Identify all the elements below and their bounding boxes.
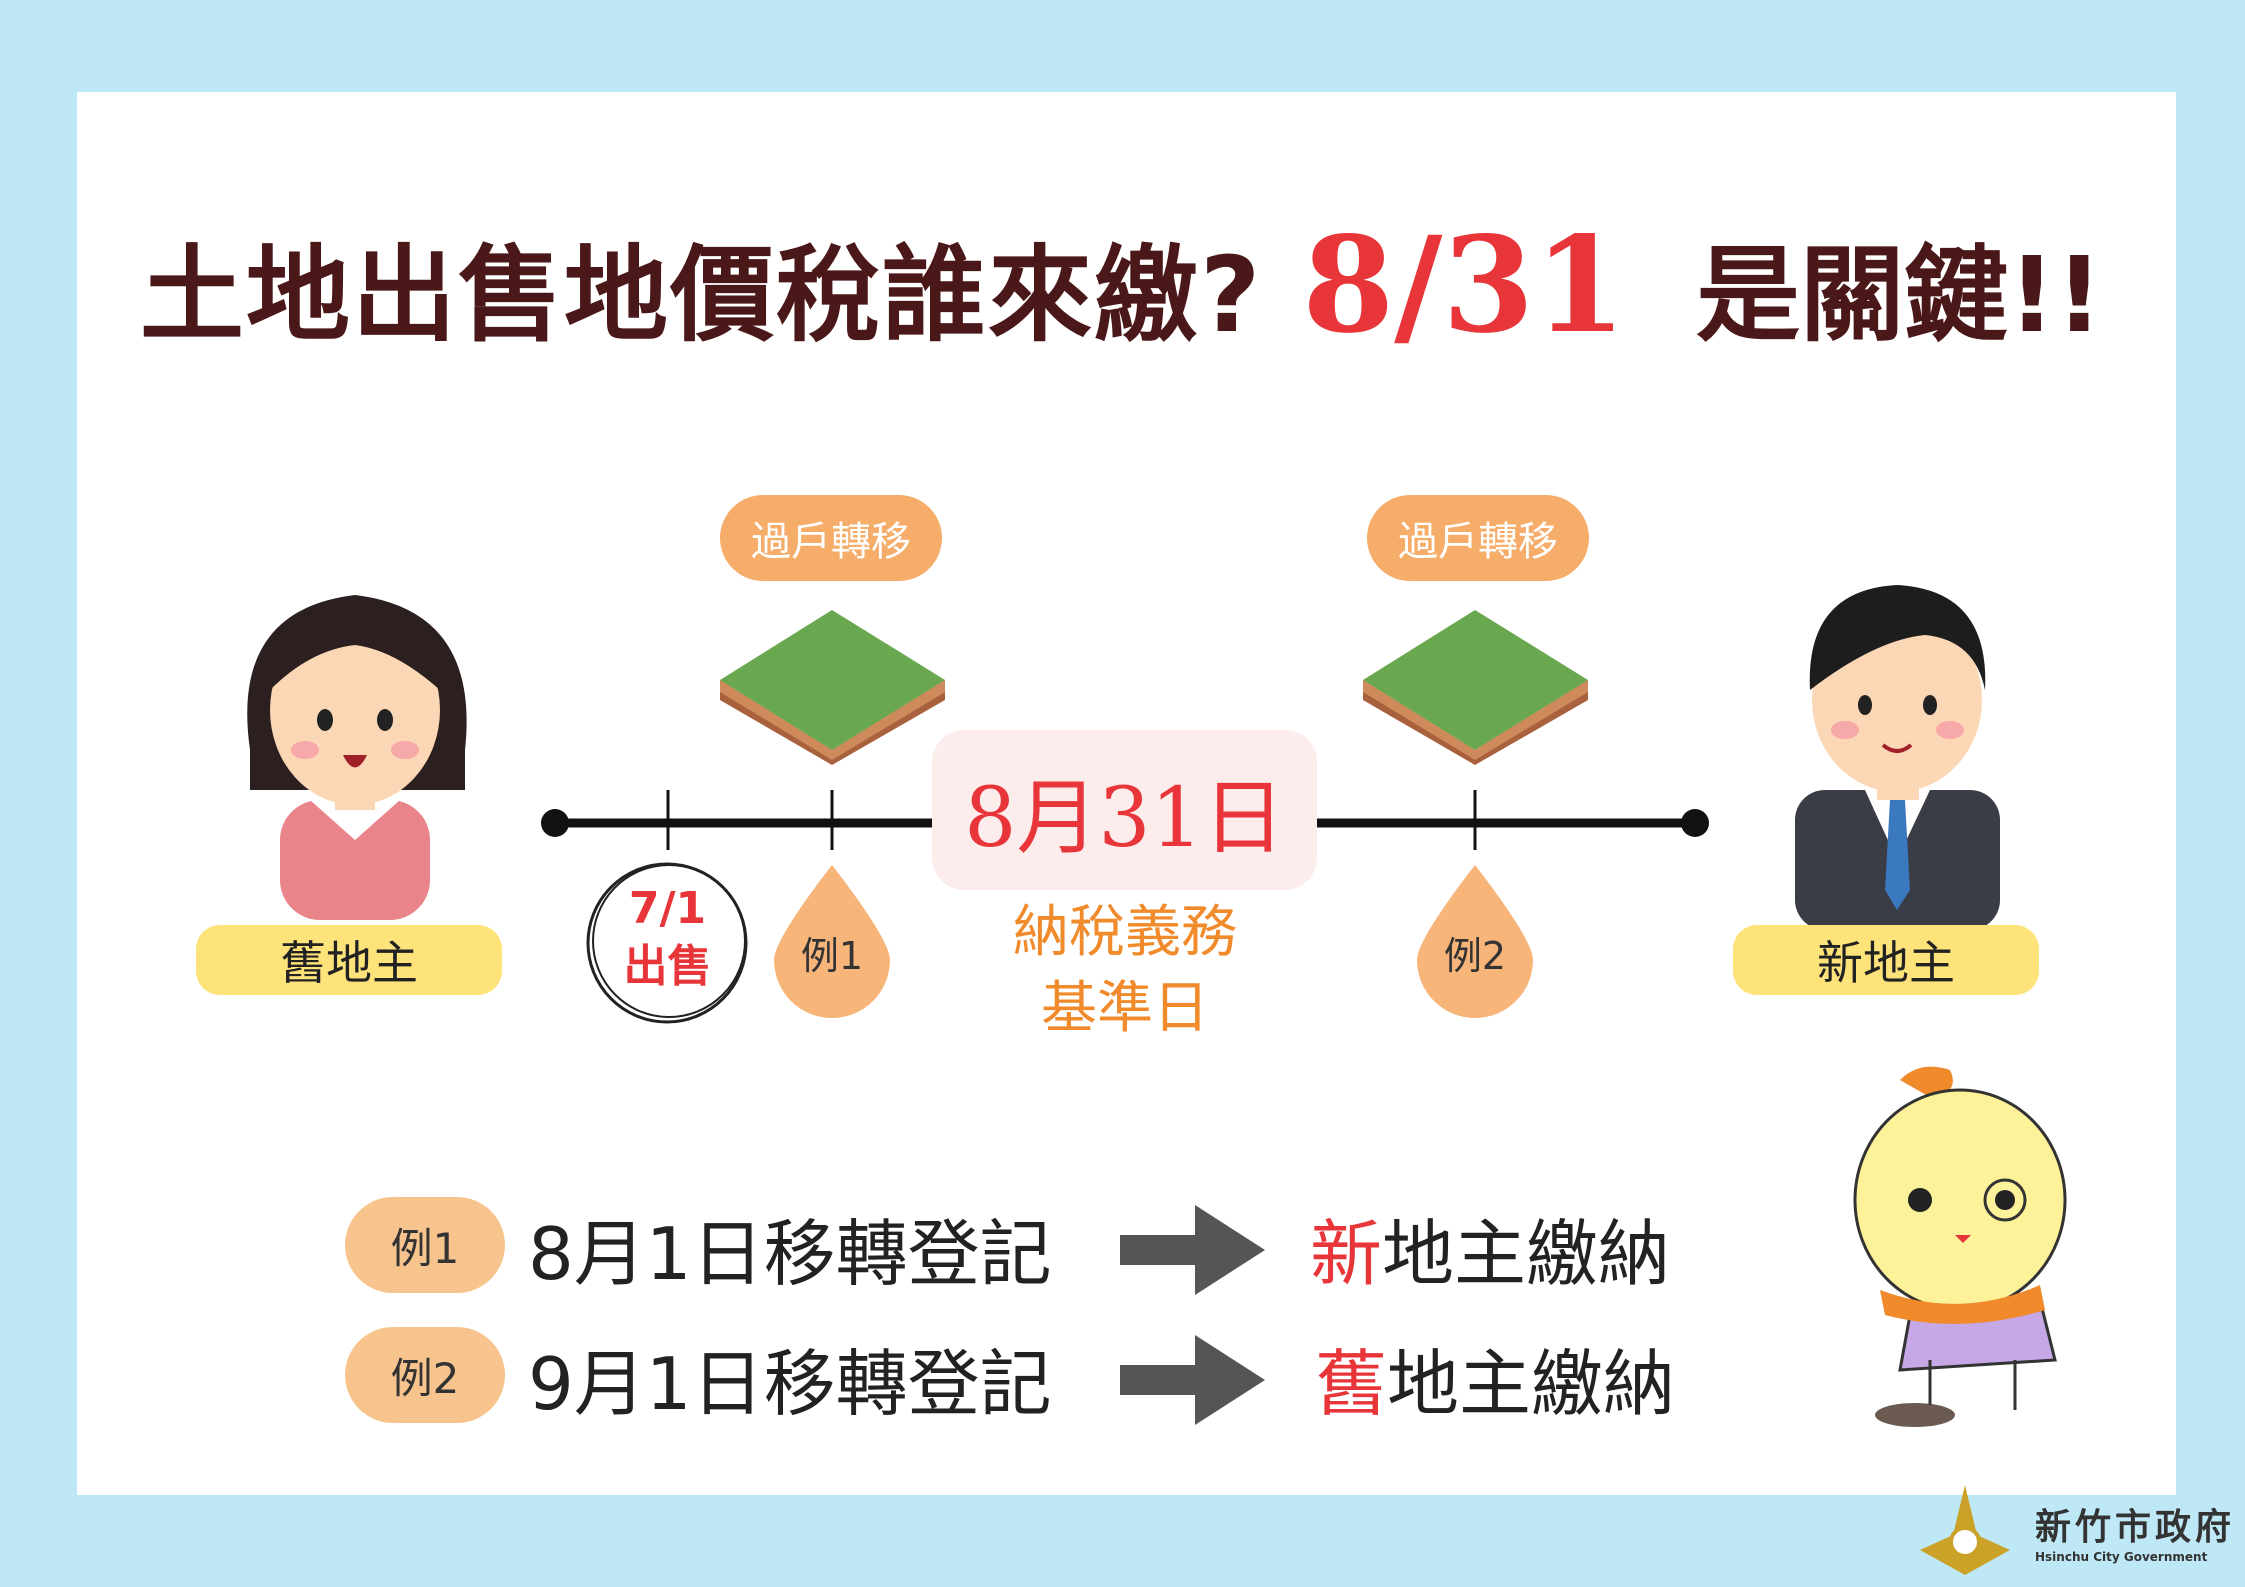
chick-mascot-illustration xyxy=(1853,1066,2067,1427)
old-owner-illustration xyxy=(247,595,467,920)
transfer-label-1: 過戶轉移 xyxy=(751,519,911,565)
example1-tag: 例1 xyxy=(345,1197,505,1293)
new-owner-text: 新地主 xyxy=(1817,936,1955,990)
example2-drop-icon xyxy=(1417,865,1533,1018)
old-owner-text: 舊地主 xyxy=(280,936,418,990)
example1-result-highlight: 新 xyxy=(1310,1212,1383,1296)
key-date-caption-line2: 基準日 xyxy=(1041,976,1209,1041)
example2-tag-text: 例2 xyxy=(390,1353,460,1403)
transfer-bubble-2: 過戶轉移 xyxy=(1367,495,1589,581)
new-owner-label: 新地主 xyxy=(1733,925,2039,995)
example2-result-rest: 地主繳納 xyxy=(1387,1342,1676,1426)
transfer-bubble-1: 過戶轉移 xyxy=(720,495,942,581)
land-tile-icon-2 xyxy=(1363,610,1588,765)
example2-result-highlight: 舊 xyxy=(1315,1342,1388,1426)
land-tile-icon-1 xyxy=(720,610,945,765)
example2-result: 舊地主繳納 xyxy=(1315,1325,1675,1430)
example1-tag-text: 例1 xyxy=(390,1223,460,1273)
example1-drop-label: 例1 xyxy=(800,934,864,978)
example1-result: 新地主繳納 xyxy=(1310,1195,1670,1300)
sale-text: 出售 xyxy=(623,941,712,992)
org-name: 新竹市政府 xyxy=(2035,1507,2236,1548)
example2-arrow-icon xyxy=(1120,1335,1265,1425)
sale-date: 7/1 xyxy=(628,883,707,934)
new-owner-illustration xyxy=(1795,585,2000,930)
example2-text: 9月1日移轉登記 xyxy=(528,1342,1052,1426)
sale-label: 7/1 出售 xyxy=(580,880,755,996)
key-date-box: 8月31日 xyxy=(932,730,1317,890)
example1-result-rest: 地主繳納 xyxy=(1382,1212,1671,1296)
transfer-label-2: 過戶轉移 xyxy=(1398,519,1558,565)
key-date-caption-line1: 納稅義務 xyxy=(1013,900,1237,965)
key-date-caption: 納稅義務 基準日 xyxy=(960,895,1290,1047)
example2-tag: 例2 xyxy=(345,1327,505,1423)
example1-drop-icon xyxy=(774,865,890,1018)
title-is-key: 是關鍵!! xyxy=(1696,233,2103,356)
page-title: 土地出售地價稅誰來繳? 8/31 是關鍵!! xyxy=(140,207,2120,363)
example1-arrow-icon xyxy=(1120,1205,1265,1295)
example2-drop-label: 例2 xyxy=(1443,934,1507,978)
sale-circle xyxy=(586,862,748,1024)
example1-text: 8月1日移轉登記 xyxy=(528,1212,1052,1296)
org-name-en: Hsinchu City Government xyxy=(2035,1550,2208,1564)
city-emblem-icon xyxy=(1920,1485,2010,1575)
key-date-text: 8月31日 xyxy=(964,770,1285,866)
title-key-date: 8/31 xyxy=(1302,207,1627,363)
old-owner-label: 舊地主 xyxy=(196,925,502,995)
title-question: 土地出售地價稅誰來繳? xyxy=(140,233,1263,356)
